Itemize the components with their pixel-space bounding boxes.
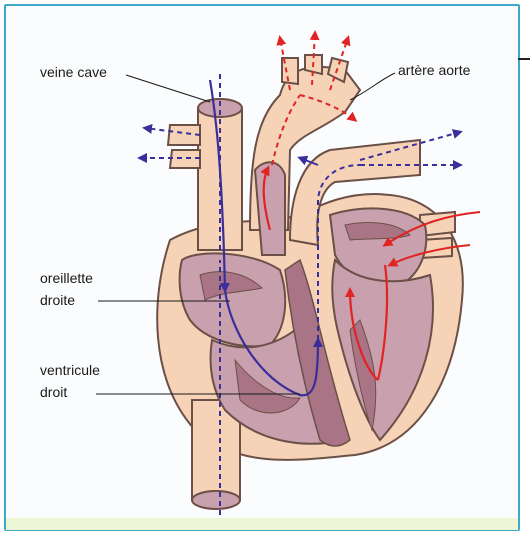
inferior-vena-cava-opening <box>192 491 240 509</box>
label-oreillette-line1: oreillette <box>40 270 93 287</box>
label-artere-aorte: artère aorte <box>398 62 470 79</box>
label-veine-cave: veine cave <box>40 64 107 81</box>
label-oreillette-line2: droite <box>40 292 75 309</box>
label-ventricule-line1: ventricule <box>40 362 100 379</box>
label-ventricule-line2: droit <box>40 384 67 401</box>
leader-veine-cave <box>126 75 210 102</box>
